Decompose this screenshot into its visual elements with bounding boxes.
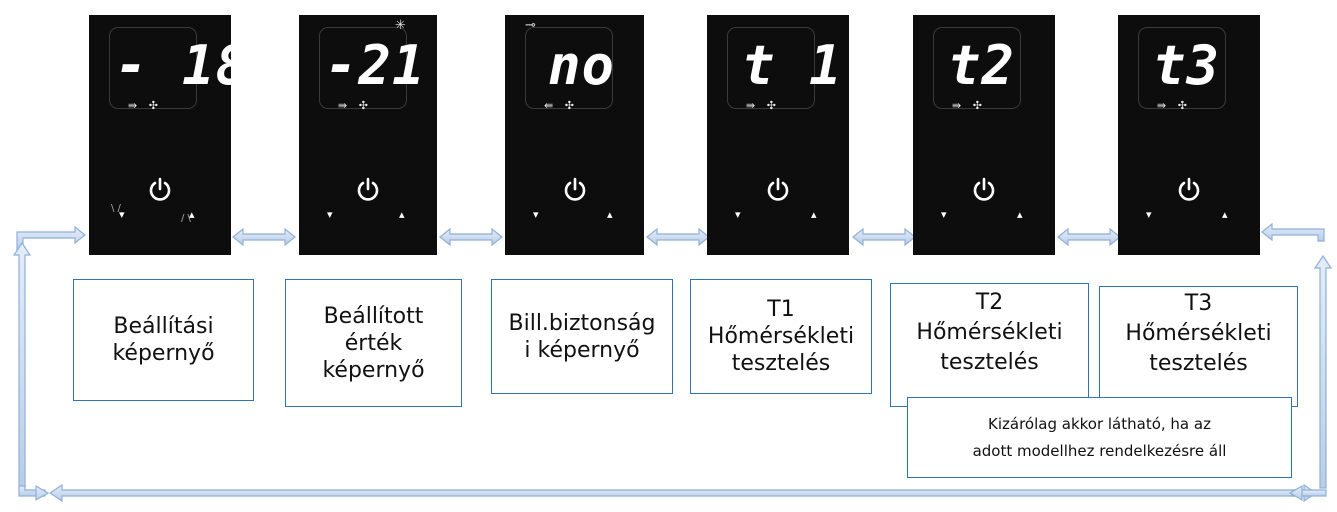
down-arrow-icon: ▾ — [533, 208, 539, 221]
lcd-window: -21 ⇛ ✣ — [319, 27, 425, 112]
power-icon[interactable] — [1176, 177, 1202, 203]
screen-settings: - 18 ⇛ ✣ ▾\ / ▴/ \ — [89, 15, 248, 255]
status-indicators: ⇛ ✣ — [338, 99, 372, 112]
status-indicators: ⇛ ✣ — [952, 99, 986, 112]
lcd-window: no ⇚ ✣ — [525, 27, 614, 112]
double-arrow-icon — [16, 225, 86, 251]
double-arrow-icon — [439, 227, 503, 247]
display-value: t3 — [1153, 34, 1221, 97]
lcd-window: - 18 ⇛ ✣ — [109, 27, 248, 112]
display-value: -21 — [325, 34, 426, 97]
down-button[interactable]: ▾ — [941, 209, 947, 221]
screen-t1: t 1 ⇛ ✣ ▾ ▴ — [707, 15, 849, 255]
display-value: t2 — [948, 34, 1016, 97]
down-arrow-icon: ▾ — [327, 208, 333, 221]
power-icon[interactable] — [147, 177, 173, 203]
label-settings-screen: Beállítási képernyő — [73, 279, 254, 401]
power-icon[interactable] — [765, 177, 791, 203]
up-arrow-icon: ▴ — [811, 208, 817, 221]
up-arrow-icon: ▴ — [1017, 208, 1023, 221]
power-icon[interactable] — [355, 177, 381, 203]
screen-setpoint: -21 ⇛ ✣ ✳ ▾ ▴ — [299, 15, 437, 255]
status-indicators: ⇚ ✣ — [544, 99, 578, 112]
lcd-window: t 1 ⇛ ✣ — [727, 27, 842, 112]
down-button[interactable]: ▾ — [735, 209, 741, 221]
label-t3-test: T3 Hőmérsékleti tesztelés — [1099, 286, 1298, 407]
double-arrow-icon — [1261, 222, 1325, 242]
label-keylock-screen: Bill.biztonság i képernyő — [491, 279, 673, 394]
status-indicators: ⇛ ✣ — [1157, 99, 1191, 112]
power-icon[interactable] — [971, 177, 997, 203]
power-icon[interactable] — [562, 177, 588, 203]
label-t1-test: T1 Hőmérsékleti tesztelés — [690, 279, 872, 394]
down-arrow-icon: ▾ — [941, 208, 947, 221]
up-arrow-icon: ▴ — [189, 208, 195, 221]
up-button[interactable]: ▴/ \ — [181, 208, 195, 225]
display-value: t 1 — [742, 34, 843, 97]
up-arrow-icon: ▴ — [399, 208, 405, 221]
snowflake-icon: ✳ — [395, 18, 406, 33]
up-button[interactable]: ▴ — [811, 209, 817, 221]
up-arrow-icon: ▴ — [1222, 208, 1228, 221]
double-arrow-icon — [852, 227, 916, 247]
down-arrow-icon: ▾ — [119, 208, 125, 221]
lcd-window: t2 ⇛ ✣ — [933, 27, 1021, 112]
lock-icon: ⊸ — [525, 18, 536, 33]
up-button[interactable]: ▴ — [1017, 209, 1023, 221]
down-button[interactable]: ▾ — [533, 209, 539, 221]
double-arrow-icon — [232, 227, 296, 247]
double-arrow-icon — [646, 227, 710, 247]
screen-t2: t2 ⇛ ✣ ▾ ▴ — [913, 15, 1055, 255]
double-arrow-icon — [1057, 227, 1121, 247]
lcd-window: t3 ⇛ ✣ — [1138, 27, 1226, 112]
up-button[interactable]: ▴ — [607, 209, 613, 221]
screen-t3: t3 ⇛ ✣ ▾ ▴ — [1118, 15, 1260, 255]
screen-keylock: no ⇚ ✣ ⊸ ▾ ▴ — [505, 15, 644, 255]
availability-note: Kizárólag akkor látható, ha az adott mod… — [907, 397, 1292, 478]
display-value: no — [548, 34, 616, 97]
down-button[interactable]: ▾\ / — [111, 203, 125, 221]
up-button[interactable]: ▴ — [399, 209, 405, 221]
down-button[interactable]: ▾ — [327, 209, 333, 221]
up-arrow-icon: ▴ — [607, 208, 613, 221]
status-indicators: ⇛ ✣ — [128, 99, 162, 112]
up-button[interactable]: ▴ — [1222, 209, 1228, 221]
display-value: - 18 — [115, 34, 250, 97]
label-setpoint-screen: Beállított érték képernyő — [285, 279, 462, 407]
down-arrow-icon: ▾ — [735, 208, 741, 221]
down-button[interactable]: ▾ — [1146, 209, 1152, 221]
double-arrow-icon — [48, 483, 1318, 503]
down-arrow-icon: ▾ — [1146, 208, 1152, 221]
status-indicators: ⇛ ✣ — [746, 99, 780, 112]
label-t2-test: T2 Hőmérsékleti tesztelés — [890, 283, 1089, 407]
